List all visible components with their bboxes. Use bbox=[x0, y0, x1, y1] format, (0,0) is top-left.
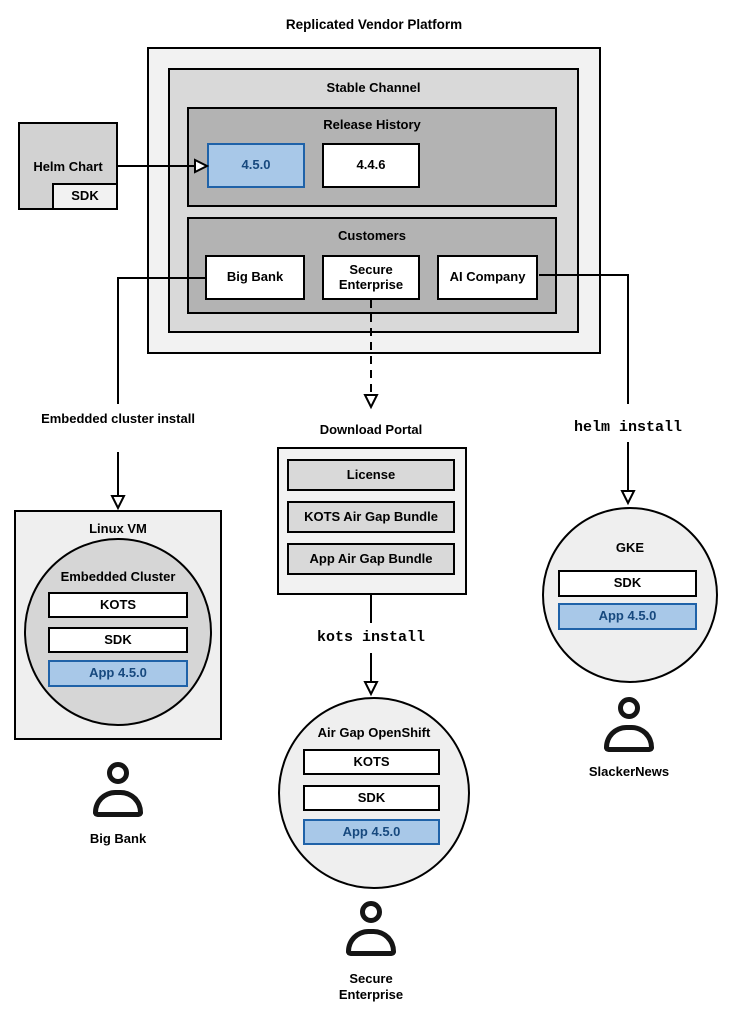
portal-app-bundle-box: App Air Gap Bundle bbox=[287, 543, 455, 575]
customer-big-bank: Big Bank bbox=[205, 255, 305, 300]
embedded-cluster-title: Embedded Cluster bbox=[60, 569, 176, 584]
helm-install-label: helm install bbox=[573, 419, 683, 436]
ec-app-box: App 4.5.0 bbox=[48, 660, 188, 687]
release-history-title: Release History bbox=[323, 117, 421, 132]
user-head-icon bbox=[107, 762, 129, 784]
os-sdk-box: SDK bbox=[303, 785, 440, 811]
slackernews-user-icon bbox=[599, 697, 659, 752]
user-head-icon bbox=[618, 697, 640, 719]
linux-vm-title: Linux VM bbox=[89, 521, 147, 536]
ec-kots-box: KOTS bbox=[48, 592, 188, 618]
big-bank-user-icon bbox=[88, 762, 148, 817]
portal-kots-bundle-box: KOTS Air Gap Bundle bbox=[287, 501, 455, 533]
user-body-icon bbox=[93, 790, 143, 817]
user-body-icon bbox=[346, 929, 396, 956]
customer-ai-company: AI Company bbox=[437, 255, 538, 300]
customer-secure-enterprise: Secure Enterprise bbox=[322, 255, 420, 300]
helm-chart-label: Helm Chart bbox=[33, 159, 103, 174]
big-bank-user-label: Big Bank bbox=[89, 831, 147, 846]
kots-install-label: kots install bbox=[316, 629, 426, 646]
helm-sdk-box: SDK bbox=[52, 183, 118, 210]
gke-title: GKE bbox=[615, 540, 645, 555]
arrowhead-down-icon bbox=[110, 495, 126, 511]
os-kots-box: KOTS bbox=[303, 749, 440, 775]
secure-enterprise-user-label: Secure Enterprise bbox=[338, 971, 404, 1002]
arrowhead-down-icon bbox=[620, 490, 636, 506]
airgap-openshift-title: Air Gap OpenShift bbox=[317, 725, 431, 740]
secure-enterprise-user-icon bbox=[341, 901, 401, 956]
customers-title: Customers bbox=[338, 228, 406, 243]
download-portal-title: Download Portal bbox=[319, 422, 423, 437]
ec-sdk-box: SDK bbox=[48, 627, 188, 653]
user-body-icon bbox=[604, 725, 654, 752]
portal-license-box: License bbox=[287, 459, 455, 491]
release-4-5-0: 4.5.0 bbox=[207, 143, 305, 188]
embedded-cluster-install-label: Embedded cluster install bbox=[41, 411, 195, 426]
arrowhead-down-icon bbox=[363, 681, 379, 697]
slackernews-user-label: SlackerNews bbox=[588, 764, 670, 779]
diagram-title: Replicated Vendor Platform bbox=[285, 17, 463, 32]
stable-channel-title: Stable Channel bbox=[326, 80, 421, 95]
user-head-icon bbox=[360, 901, 382, 923]
gke-sdk-box: SDK bbox=[558, 570, 697, 597]
arrowhead-down-icon bbox=[363, 394, 379, 410]
os-app-box: App 4.5.0 bbox=[303, 819, 440, 845]
release-4-4-6: 4.4.6 bbox=[322, 143, 420, 188]
gke-app-box: App 4.5.0 bbox=[558, 603, 697, 630]
